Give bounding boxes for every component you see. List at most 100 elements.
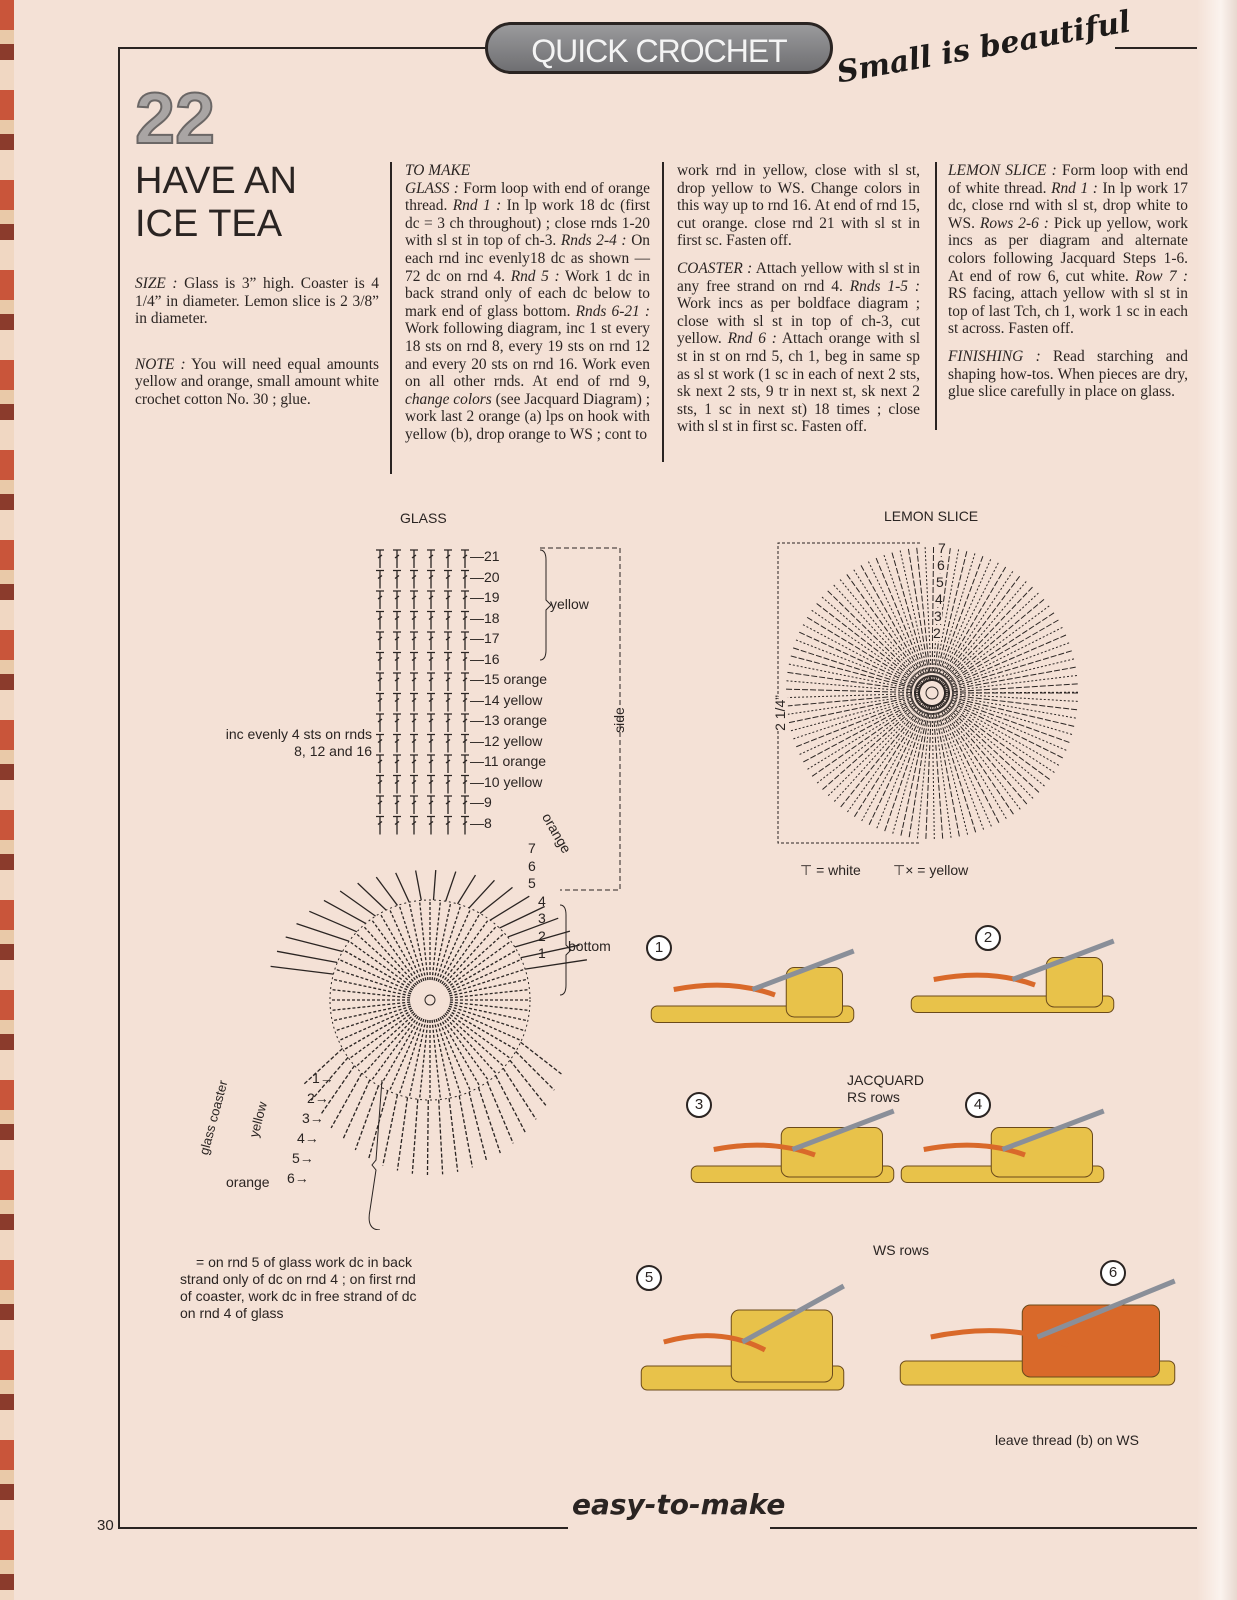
round-number: 15 — [484, 671, 500, 687]
coaster-round-label: 5→ — [292, 1150, 314, 1166]
coaster-round-label: 1→ — [312, 1070, 334, 1086]
leave-thread-note: leave thread (b) on WS — [995, 1432, 1139, 1448]
round-number: 16 — [484, 650, 500, 667]
note-label: NOTE : — [135, 355, 186, 373]
text: Work 1 dc in back strand only of each dc… — [405, 267, 650, 320]
hook-icon — [751, 948, 855, 992]
round-label: Rnd 1 : — [1051, 179, 1098, 197]
glass-lower-round-label: 7 — [528, 840, 536, 856]
next-page-edge — [1197, 0, 1237, 1600]
hook-icon — [1036, 1278, 1176, 1340]
stitch-block — [780, 1127, 883, 1178]
glass-round-label: —16 — [470, 650, 500, 667]
round-number: 12 — [484, 732, 500, 749]
round-label: Rnds 2-4 : — [560, 232, 627, 250]
yellow-brace — [539, 549, 552, 661]
round-label: Rnds 6-21 : — [575, 302, 650, 320]
glass-diagram-title: GLASS — [400, 510, 447, 526]
glass-lower-round-label: 2 — [538, 927, 546, 944]
jacquard-step-illustration — [640, 1283, 845, 1391]
round-number: 4 — [297, 1130, 305, 1146]
round-color: yellow — [503, 773, 543, 790]
lemon-row-label: 2 — [933, 625, 941, 641]
jacquard-step-illustration — [899, 1278, 1176, 1386]
side-label: side — [610, 707, 627, 733]
glass-lower-round-label: 1 — [538, 945, 546, 961]
round-number: 6 — [287, 1170, 295, 1186]
ws-rows-label: WS rows — [873, 1242, 929, 1258]
round-color: orange — [502, 753, 547, 769]
stitch-block — [990, 1127, 1093, 1178]
page-binding — [0, 0, 14, 1600]
tagline: Small is beautiful — [834, 4, 1134, 91]
glass-label: GLASS : — [405, 179, 459, 197]
glass-round-label: —15 orange — [470, 671, 548, 687]
round-number: 8 — [484, 814, 492, 831]
text: Form loop with end of white thread. — [948, 162, 1189, 197]
legend-text: = on rnd 5 of glass work dc in back stra… — [180, 1254, 417, 1321]
size-label: SIZE : — [135, 275, 178, 292]
lemon-row-label: 3 — [934, 608, 942, 624]
title-line: HAVE AN — [135, 160, 297, 202]
text: Work following diagram, inc 1 st every 1… — [405, 320, 650, 391]
diameter-label: 2 1/4” — [771, 695, 788, 731]
jacquard-title: JACQUARD — [847, 1072, 925, 1088]
glass-round-label: —13 orange — [470, 712, 548, 728]
coaster-round-label: 6→ — [287, 1170, 309, 1186]
glass-round-label: —14 yellow — [470, 691, 543, 708]
coaster-orange-label: orange — [226, 1174, 270, 1190]
text: Pick up yellow, work incs as per diagram… — [948, 214, 1188, 285]
glass-lower-round-label: 6 — [528, 857, 536, 874]
coaster-brace — [368, 1079, 383, 1230]
hook-icon — [741, 1283, 845, 1345]
column-lemon: LEMON SLICE : Form loop with end of whit… — [948, 162, 1188, 411]
round-color: yellow — [503, 691, 543, 708]
step-number: 2 — [975, 925, 1001, 951]
jacquard-step-illustration — [650, 948, 855, 1023]
center-ring — [925, 686, 939, 700]
round-label: Rnd 5 : — [510, 267, 560, 285]
round-color: orange — [503, 712, 548, 728]
round-number: 1 — [312, 1070, 320, 1086]
increase-note: inc evenly 4 sts on rnds 8, 12 and 16 — [225, 726, 372, 759]
hook-icon — [1011, 938, 1115, 982]
step-number: 3 — [686, 1092, 712, 1118]
stitch-block — [1021, 1304, 1160, 1378]
title-line: ICE TEA — [135, 203, 283, 245]
column-rule — [935, 162, 937, 430]
round-number: 21 — [484, 548, 500, 564]
glass-round-label: —19 — [470, 589, 500, 605]
text: RS facing, attach yellow with sl st in t… — [948, 285, 1188, 338]
page-number: 30 — [97, 1517, 114, 1534]
round-number: 5 — [292, 1150, 300, 1166]
glass-round-label: —21 — [470, 548, 500, 564]
lemon-diagram-title: LEMON SLICE — [884, 508, 979, 524]
orange-thread — [933, 972, 1036, 988]
round-number: 2 — [307, 1090, 315, 1106]
round-number: 11 — [484, 753, 499, 769]
lemon-row-label: 5 — [936, 574, 944, 590]
round-number: 10 — [484, 773, 500, 790]
round-label: Rnd 1 : — [452, 197, 502, 215]
center-ring — [424, 994, 436, 1006]
round-label: Rnds 1-5 : — [849, 277, 920, 295]
note-text: You will need equal amounts yellow and o… — [135, 355, 379, 408]
glass-round-label: —11 orange — [470, 753, 547, 769]
glass-round-label: —12 yellow — [470, 732, 543, 749]
orange-thread — [673, 982, 776, 998]
step-number: 5 — [636, 1265, 662, 1291]
round-label: Row 7 : — [1135, 267, 1188, 285]
step-number: 1 — [646, 935, 672, 961]
lemon-row-label: 6 — [937, 557, 945, 573]
glass-lower-round-label: 3 — [538, 910, 546, 926]
round-number: 13 — [484, 712, 500, 728]
jacquard-step-illustration — [910, 938, 1115, 1013]
round-number: 19 — [484, 589, 500, 605]
text: In lp work 18 dc (first dc = 3 ch throug… — [405, 197, 650, 250]
round-number: 3 — [302, 1110, 310, 1126]
frame-top-left — [118, 47, 488, 49]
jacquard-step-illustration — [900, 1108, 1105, 1183]
column-rule — [390, 162, 392, 474]
